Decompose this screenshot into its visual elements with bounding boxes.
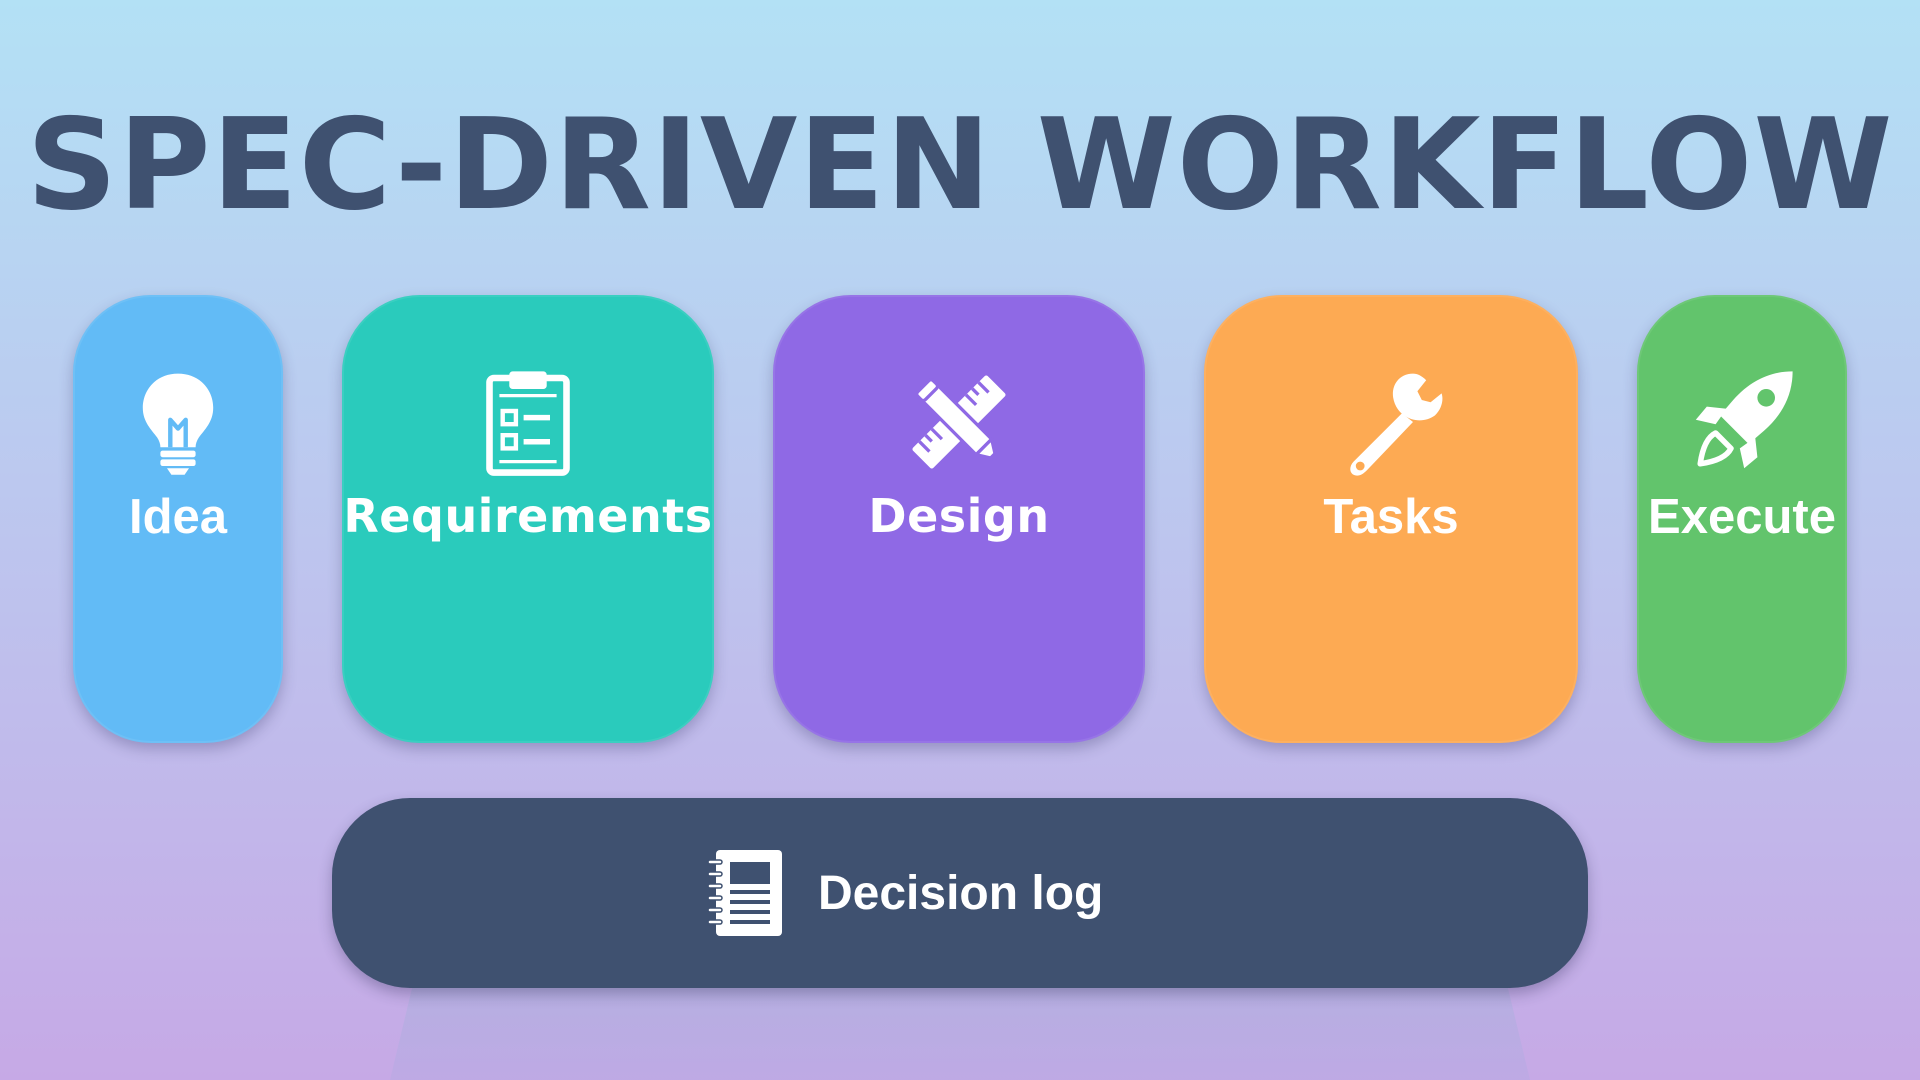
step-card-design: Design [773,295,1145,743]
step-card-idea: Idea [73,295,283,743]
step-label: Requirements [343,489,713,543]
decision-log-label: Decision log [818,867,1104,920]
wrench-icon [1336,367,1446,477]
step-label: Idea [128,490,228,544]
page-title: SPEC-DRIVEN WORKFLOW [26,91,1894,238]
step-card-execute: Execute [1637,295,1847,743]
step-label: Tasks [1323,490,1459,544]
step-label: Design [868,489,1050,543]
pencil-ruler-icon [904,367,1014,477]
step-card-requirements: Requirements [342,295,714,743]
lightbulb-icon [123,367,233,477]
clipboard-checklist-icon [473,367,583,477]
step-label: Execute [1648,490,1836,544]
notebook-icon [706,848,786,938]
step-card-tasks: Tasks [1204,295,1578,743]
rocket-icon [1687,367,1797,477]
decision-log-pedestal [390,985,1530,1080]
decision-log-bar: Decision log [332,798,1588,988]
